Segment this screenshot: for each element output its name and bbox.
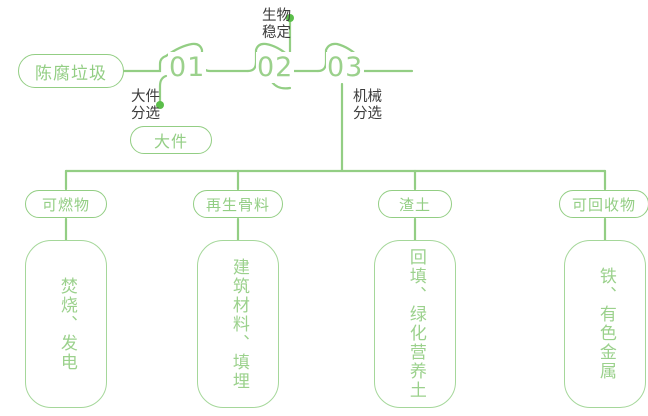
- destination-box-3-label: 铁、有色金属: [595, 267, 616, 381]
- stage-output-bulk[interactable]: 大件: [130, 126, 212, 154]
- category-pill-2-label: 渣土: [398, 195, 431, 214]
- category-pill-0-label: 可燃物: [41, 195, 90, 214]
- category-pill-2[interactable]: 渣土: [378, 190, 452, 218]
- stage-number-02: 02: [256, 52, 295, 83]
- category-pill-3-label: 可回收物: [571, 195, 636, 214]
- category-pill-1[interactable]: 再生骨料: [193, 190, 283, 218]
- destination-box-2-label: 回填、绿化营养土: [405, 248, 426, 400]
- destination-box-1-label: 建筑材料、填埋: [228, 257, 249, 391]
- stage-output-bulk-label: 大件: [153, 132, 188, 151]
- stage-caption-02: 生物 稳定: [262, 8, 291, 41]
- destination-box-2[interactable]: 回填、绿化营养土: [374, 240, 456, 408]
- stage-caption-01: 大件 分选: [131, 89, 160, 122]
- stage-caption-03: 机械 分选: [353, 89, 382, 122]
- destination-box-0[interactable]: 焚烧、发电: [25, 240, 107, 408]
- category-pill-0[interactable]: 可燃物: [25, 190, 107, 218]
- source-node-label: 陈腐垃圾: [35, 63, 107, 84]
- category-pill-3[interactable]: 可回收物: [559, 190, 648, 218]
- stage-number-01: 01: [168, 52, 207, 83]
- destination-box-0-label: 焚烧、发电: [56, 276, 77, 372]
- stage-number-03: 03: [326, 52, 365, 83]
- source-node[interactable]: 陈腐垃圾: [18, 54, 124, 88]
- destination-box-3[interactable]: 铁、有色金属: [564, 240, 646, 408]
- destination-box-1[interactable]: 建筑材料、填埋: [197, 240, 279, 408]
- category-pill-1-label: 再生骨料: [205, 195, 270, 214]
